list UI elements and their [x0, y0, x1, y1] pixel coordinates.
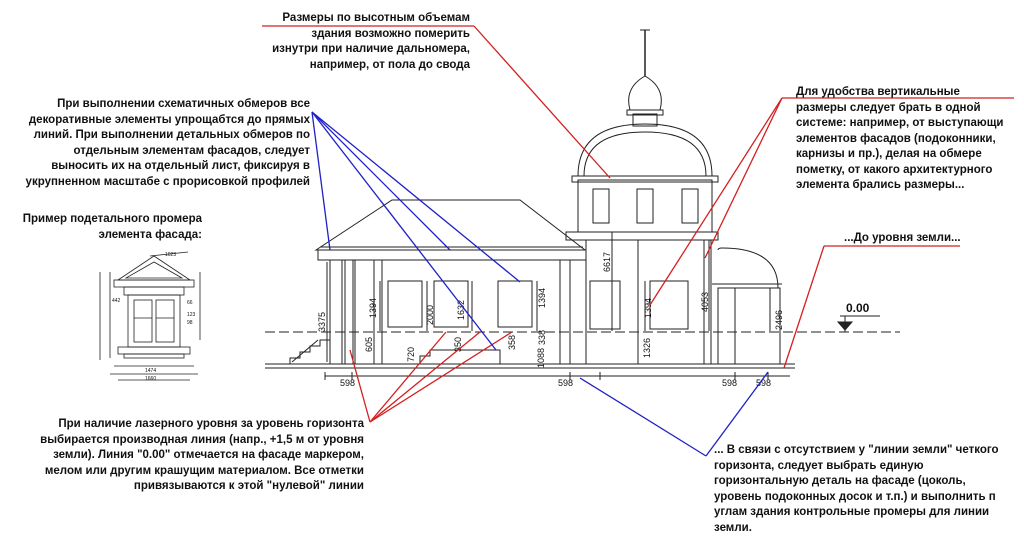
note-line: изнутри при наличие дальномера, [272, 43, 470, 55]
note-line: горизонта, следует выбрать единую [714, 459, 924, 472]
dim-3375: 3375 [317, 312, 327, 332]
dim-1394: 1394 [537, 288, 547, 308]
drum [577, 179, 713, 233]
dim-338: 338 [537, 330, 547, 345]
note-line: например, от пола до свода [309, 58, 470, 71]
note-line: системе: например, от выступающи [796, 117, 1004, 129]
apse [717, 247, 779, 289]
note-line: декоративные элементы упрощабтся до прям… [28, 113, 310, 126]
note-line: выносить их на отдельный лист, фиксируя … [51, 160, 310, 172]
cupola [628, 75, 662, 111]
note-vertical-system: Для удобства вертикальные размеры следуе… [796, 85, 1018, 194]
dim-598: 598 [558, 378, 573, 388]
zero-mark-label: 0.00 [846, 301, 870, 315]
note-line: отдельным элементам фасадов, следует [73, 144, 310, 157]
dim-605: 605 [364, 337, 374, 352]
note-laser-level: При наличие лазерного уровня за уровень … [8, 417, 364, 495]
note-line: здания возможно померить [311, 27, 470, 40]
note-schematic-measurement: При выполнении схематичных обмеров все д… [6, 97, 310, 190]
note-line: выбирается производная линия (напр., +1,… [40, 433, 364, 446]
note-no-ground-line: ... В связи с отсутствием у "линии земли… [714, 443, 1020, 536]
note-line: горизонтальную деталь на фасаде (цоколь, [714, 475, 966, 487]
detail-dim-98: 98 [187, 320, 193, 326]
note-ground-level: ...До уровня земли... [844, 231, 1004, 247]
dim-350: 350 [453, 337, 463, 352]
dim-6617: 6617 [602, 252, 612, 272]
note-line: карнизы и пр.), делая на обмере [796, 148, 982, 160]
note-line: При выполнении схематичных обмеров все [57, 98, 310, 110]
note-line: земли). Линия "0.00" отмечается на фасад… [53, 449, 364, 461]
dim-4053: 4053 [700, 292, 710, 312]
detail-dim-1660: 1660 [145, 376, 156, 382]
note-line: линий. При выполнении детальных обмеров … [33, 129, 310, 141]
note-line: земли. [714, 521, 752, 534]
dim-1632: 1632 [456, 300, 466, 320]
note-height-volumes: Размеры по высотным объемам здания возмо… [250, 11, 470, 73]
note-line: Размеры по высотным объемам [282, 12, 470, 24]
dim-1394: 1394 [643, 298, 653, 318]
dim-1326: 1326 [642, 338, 652, 358]
note-line: При наличие лазерного уровня за уровень … [58, 418, 364, 430]
detail-dimension-labels: 1023 442 66 123 98 1474 1660 [112, 252, 196, 382]
dim-2496: 2496 [774, 310, 784, 330]
building-elevation [265, 29, 900, 380]
note-line: элемента фасада: [98, 228, 202, 241]
note-line: привязываются к этой "нулевой" линии [133, 480, 364, 492]
dim-1088: 1088 [536, 348, 546, 368]
note-line: углам здания контрольные промеры для лин… [714, 506, 990, 518]
blue-leader-lines [311, 111, 769, 457]
note-line: ...До уровня земли... [844, 232, 961, 244]
note-line: Для удобства вертикальные [796, 86, 960, 98]
red-leader-lines [262, 25, 1014, 423]
dimension-labels: 3375 1394 605 2000 1632 1394 720 350 358… [317, 252, 870, 388]
note-line: мелом или другим крашущим материалом. Вс… [44, 464, 364, 477]
note-line: элемента брались размеры... [796, 179, 965, 191]
note-line: размеры следует брать в одной [796, 101, 981, 114]
note-detail-example: Пример подетального промера элемента фас… [20, 212, 202, 243]
detail-dim-1474: 1474 [145, 368, 156, 374]
detail-dim-1023: 1023 [165, 252, 176, 258]
dim-598: 598 [722, 378, 737, 388]
dim-1394: 1394 [368, 298, 378, 318]
dim-358: 358 [507, 335, 517, 350]
note-line: укрупненном масштабе с прорисовкой профи… [25, 175, 310, 188]
detail-dim-123: 123 [187, 312, 196, 318]
detail-dim-442: 442 [112, 298, 121, 304]
dim-720: 720 [406, 347, 416, 362]
note-line: пометку, от какого архитектурного [796, 163, 993, 176]
note-line: Пример подетального промера [22, 213, 202, 225]
note-line: ... В связи с отсутствием у "линии земли… [714, 444, 999, 456]
dim-2000: 2000 [425, 305, 435, 325]
dim-598: 598 [756, 378, 771, 388]
dim-598: 598 [340, 378, 355, 388]
detail-dim-66: 66 [187, 300, 193, 306]
facade-detail-drawing [99, 251, 201, 381]
note-line: элементов фасадов (подоконники, [796, 132, 996, 145]
note-line: уровень подоконных досок и т.п.) и выпол… [714, 490, 996, 503]
